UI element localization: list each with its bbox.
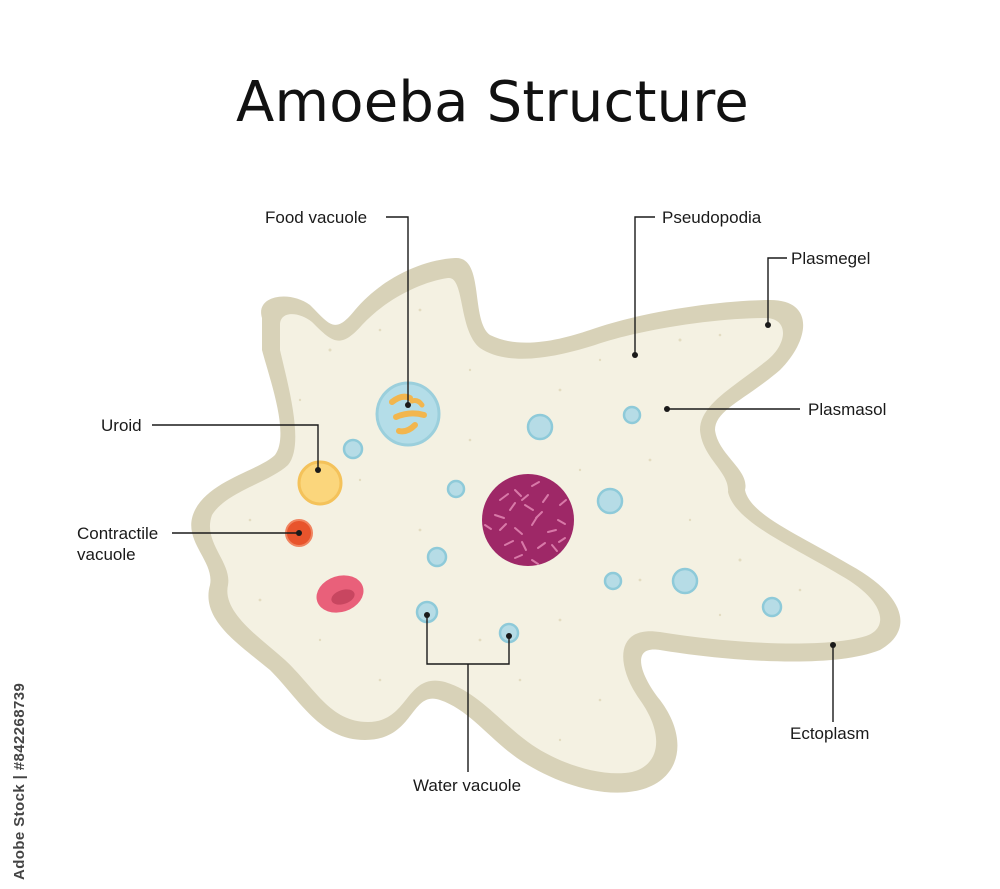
label-pseudopodia: Pseudopodia (662, 208, 762, 227)
diagram-title: Amoeba Structure (236, 70, 749, 135)
label-water-vacuole: Water vacuole (413, 776, 522, 795)
label-food-vacuole: Food vacuole (265, 208, 368, 227)
stock-id-text: Adobe Stock | #842268739 (11, 682, 28, 880)
leader-lines (152, 216, 834, 772)
leader-dots (296, 322, 836, 648)
label-contractile-vacuole-line2: vacuole (77, 545, 136, 564)
label-plasmasol: Plasmasol (808, 400, 887, 419)
small-vacuoles (342, 405, 783, 618)
label-ectoplasm: Ectoplasm (790, 724, 870, 743)
uroid (297, 460, 343, 506)
red-vacuole (316, 575, 364, 613)
label-contractile-vacuole-line1: Contractile (77, 524, 159, 543)
label-uroid: Uroid (101, 416, 142, 435)
label-plasmegel: Plasmegel (791, 249, 871, 268)
stock-id-watermark: Adobe Stock | #842268739 (11, 650, 33, 880)
nucleus (482, 474, 574, 566)
cytoplasm-speckles (248, 308, 802, 742)
